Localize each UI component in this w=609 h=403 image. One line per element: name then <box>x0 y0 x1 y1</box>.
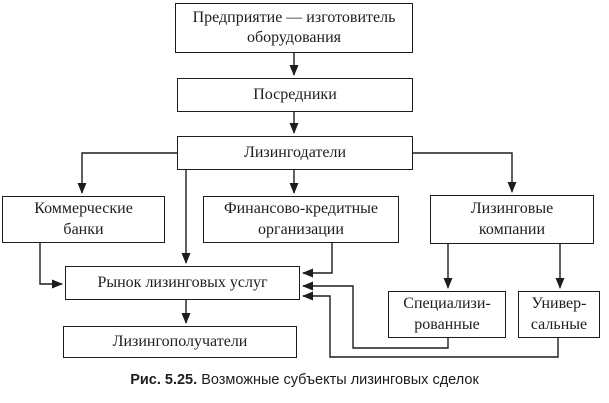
node-financial-credit-orgs: Финансово-кредитные организации <box>203 196 399 243</box>
node-manufacturer: Предприятие — изготовитель оборудования <box>175 3 413 53</box>
node-commercial-banks: Коммерческие банки <box>2 196 165 243</box>
edge-commercial-banks-to-market <box>39 243 63 289</box>
node-lessees: Лизингополучатели <box>63 326 297 358</box>
figure-caption: Рис. 5.25. Возможные субъекты лизинговых… <box>0 372 609 388</box>
node-specialized: Специализи- рованные <box>388 291 506 338</box>
figure-caption-text: Возможные субъекты лизинговых сделок <box>201 372 479 388</box>
edge-lessors-to-leasing-companies <box>413 152 517 193</box>
edge-lessors-to-commercial-banks <box>77 152 177 194</box>
node-leasing-companies: Лизинговые компании <box>430 195 594 244</box>
node-lessors: Лизингодатели <box>177 136 413 170</box>
node-universal: Универ- сальные <box>518 291 600 338</box>
figure-caption-number: Рис. 5.25. <box>130 372 198 388</box>
edge-universal-to-market <box>302 291 559 358</box>
edge-specialized-to-market <box>302 281 449 349</box>
edge-financial-credit-orgs-to-market <box>302 243 333 278</box>
node-intermediaries: Посредники <box>177 78 413 112</box>
node-leasing-services-market: Рынок лизинговых услуг <box>65 266 300 300</box>
